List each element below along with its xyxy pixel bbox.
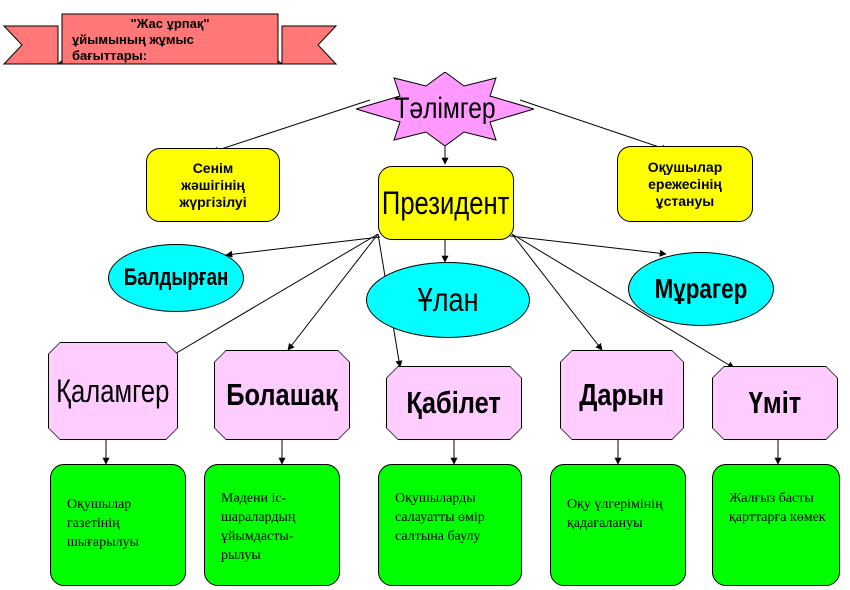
node-ulan-label: Ұлан <box>417 281 479 318</box>
node-talimger: Тәлімгер <box>372 72 518 146</box>
arrow-president-to-baldyrgan <box>225 236 381 258</box>
node-ulan: Ұлан <box>366 262 530 338</box>
node-muragerr-label: Мұрагер <box>654 273 748 304</box>
node-senim-jashigi: Сенім жәшігінің жүргізілуі <box>146 148 280 222</box>
node-umit-label: Үміт <box>748 385 802 420</box>
desc-qalamger-text: Оқушылар газетінің шығарылуы <box>67 497 139 550</box>
node-baldyrgan-label: Балдырған <box>123 264 229 291</box>
node-qalamger-label: Қаламгер <box>56 372 170 409</box>
banner-title: "Жас ұрпақ" ұйымының жұмыс бағыттары: <box>72 16 268 63</box>
node-umit: Үміт <box>712 366 838 440</box>
node-senim-jashigi-label: Сенім жәшігінің жүргізілуі <box>179 159 247 210</box>
desc-daryn-text: Оқу үлгерімінің қадағалануы <box>567 497 663 531</box>
desc-qalamger: Оқушылар газетінің шығарылуы <box>50 464 186 586</box>
node-bolashaq-label: Болашақ <box>226 377 338 412</box>
node-bolashaq: Болашақ <box>214 350 350 440</box>
node-baldyrgan: Балдырған <box>108 244 244 312</box>
node-president: Президент <box>378 166 514 240</box>
desc-bolashaq-text: Мәдени іс-шаралардың ұйымдасты-рылуы <box>221 491 296 563</box>
arrow-top-to-left <box>211 99 371 154</box>
star-shape <box>356 72 534 146</box>
node-oqushylar-erejesi-label: Оқушылар ережесінің ұстануы <box>647 158 723 209</box>
desc-qabilet: Оқушыларды салауатты өмір салтына баулу <box>378 464 522 586</box>
desc-umit: Жалғыз басты қарттарға көмек <box>712 464 840 586</box>
desc-umit-text: Жалғыз басты қарттарға көмек <box>729 491 826 525</box>
node-qabilet: Қабілет <box>386 366 522 440</box>
node-daryn: Дарын <box>560 350 684 440</box>
desc-bolashaq: Мәдени іс-шаралардың ұйымдасты-рылуы <box>204 464 340 586</box>
node-daryn-label: Дарын <box>579 377 665 412</box>
banner-line-2: ұйымының жұмыс бағыттары: <box>72 32 194 63</box>
arrow-president-to-daryn <box>511 233 603 351</box>
node-qalamger: Қаламгер <box>48 342 178 440</box>
node-president-label: Президент <box>382 184 510 221</box>
node-oqushylar-erejesi: Оқушылар ережесінің ұстануы <box>617 146 753 222</box>
desc-daryn: Оқу үлгерімінің қадағалануы <box>550 464 686 586</box>
banner-line-1: "Жас ұрпақ" <box>130 16 210 31</box>
arrow-president-to-umit <box>511 233 735 369</box>
ribbon-banner <box>2 13 338 65</box>
desc-qabilet-text: Оқушыларды салауатты өмір салтына баулу <box>395 491 485 544</box>
arrow-top-to-right <box>519 99 669 152</box>
arrow-president-to-qalamger <box>167 233 379 359</box>
arrow-president-to-bolashaq <box>287 233 379 351</box>
node-muragerr: Мұрагер <box>628 252 774 326</box>
arrow-president-to-muragerr <box>509 235 667 257</box>
node-talimger-label: Тәлімгер <box>394 92 496 125</box>
node-qabilet-label: Қабілет <box>406 385 502 420</box>
